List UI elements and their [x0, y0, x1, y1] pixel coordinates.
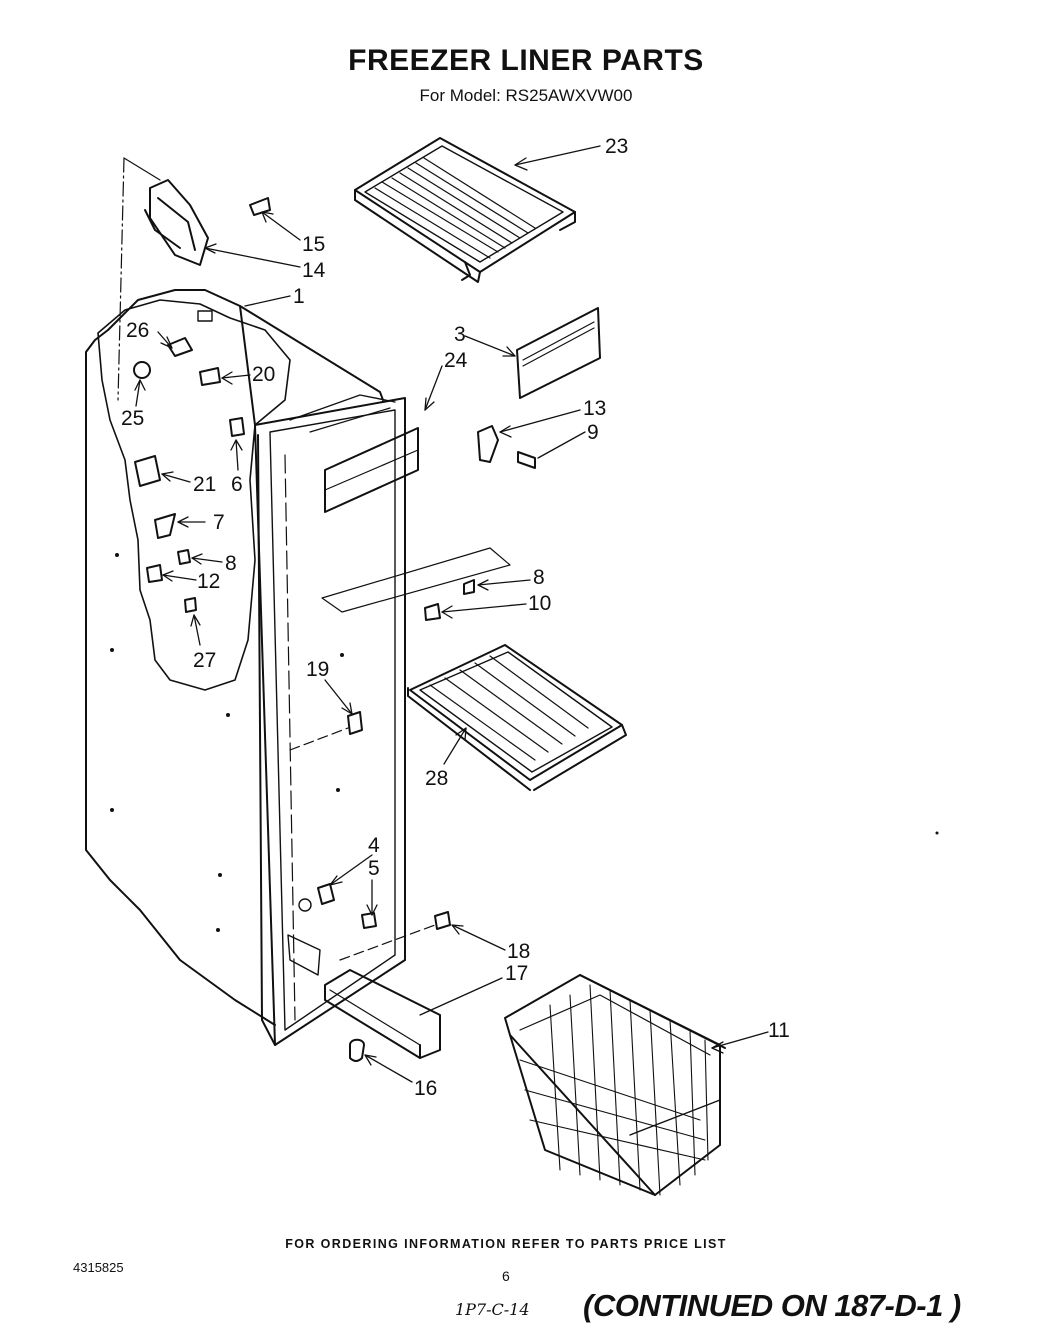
wire-basket-part [504, 974, 726, 1196]
callout-9: 9 [587, 421, 599, 444]
callout-7: 7 [213, 511, 225, 534]
callout-11: 11 [768, 1019, 790, 1042]
callout-3: 3 [454, 323, 466, 346]
model-subtitle: For Model: RS25AWXVW00 [419, 86, 633, 105]
callout-28: 28 [425, 767, 449, 790]
callout-21: 21 [193, 473, 217, 496]
callout-26: 26 [126, 319, 150, 342]
top-bracket-part [144, 179, 271, 266]
clip-part-19 [347, 711, 363, 735]
front-trim-part [324, 427, 419, 513]
callout-16: 16 [414, 1077, 438, 1100]
handwritten-note: 1P7-C-14 [455, 1300, 530, 1319]
callout-18: 18 [507, 940, 531, 963]
callout-20: 20 [252, 363, 276, 386]
leader-lines [134, 145, 769, 1083]
ordering-info-note: FOR ORDERING INFORMATION REFER TO PARTS … [285, 1237, 727, 1251]
callout-1: 1 [293, 285, 305, 308]
page-number: 6 [502, 1268, 510, 1284]
top-wire-shelf [354, 137, 576, 283]
freezer-liner-cabinet [85, 289, 406, 1046]
clip-part [477, 425, 536, 469]
callout-6: 6 [231, 473, 243, 496]
callout-15: 15 [302, 233, 326, 256]
callout-5: 5 [368, 857, 380, 880]
callout-17: 17 [505, 962, 529, 985]
callout-13: 13 [583, 397, 607, 420]
page-title: FREEZER LINER PARTS [348, 44, 704, 77]
callout-27: 27 [193, 649, 217, 672]
cap-part [349, 1038, 365, 1062]
callout-14: 14 [302, 259, 326, 282]
callout-12: 12 [197, 570, 221, 593]
front-rail-part [324, 969, 441, 1059]
continued-on-note: (CONTINUED ON 187-D-1 ) [583, 1288, 961, 1323]
callout-4: 4 [368, 834, 380, 857]
callout-8-left: 8 [225, 552, 237, 575]
cover-panel-part [516, 307, 601, 399]
callout-10: 10 [528, 592, 552, 615]
callout-23: 23 [605, 135, 629, 158]
callout-25: 25 [121, 407, 145, 430]
callout-19: 19 [306, 658, 330, 681]
lower-wire-shelf [407, 644, 627, 791]
shelf-support-plate [321, 547, 511, 621]
callout-8-right: 8 [533, 566, 545, 589]
document-number: 4315825 [73, 1260, 124, 1275]
callout-24: 24 [444, 349, 468, 372]
